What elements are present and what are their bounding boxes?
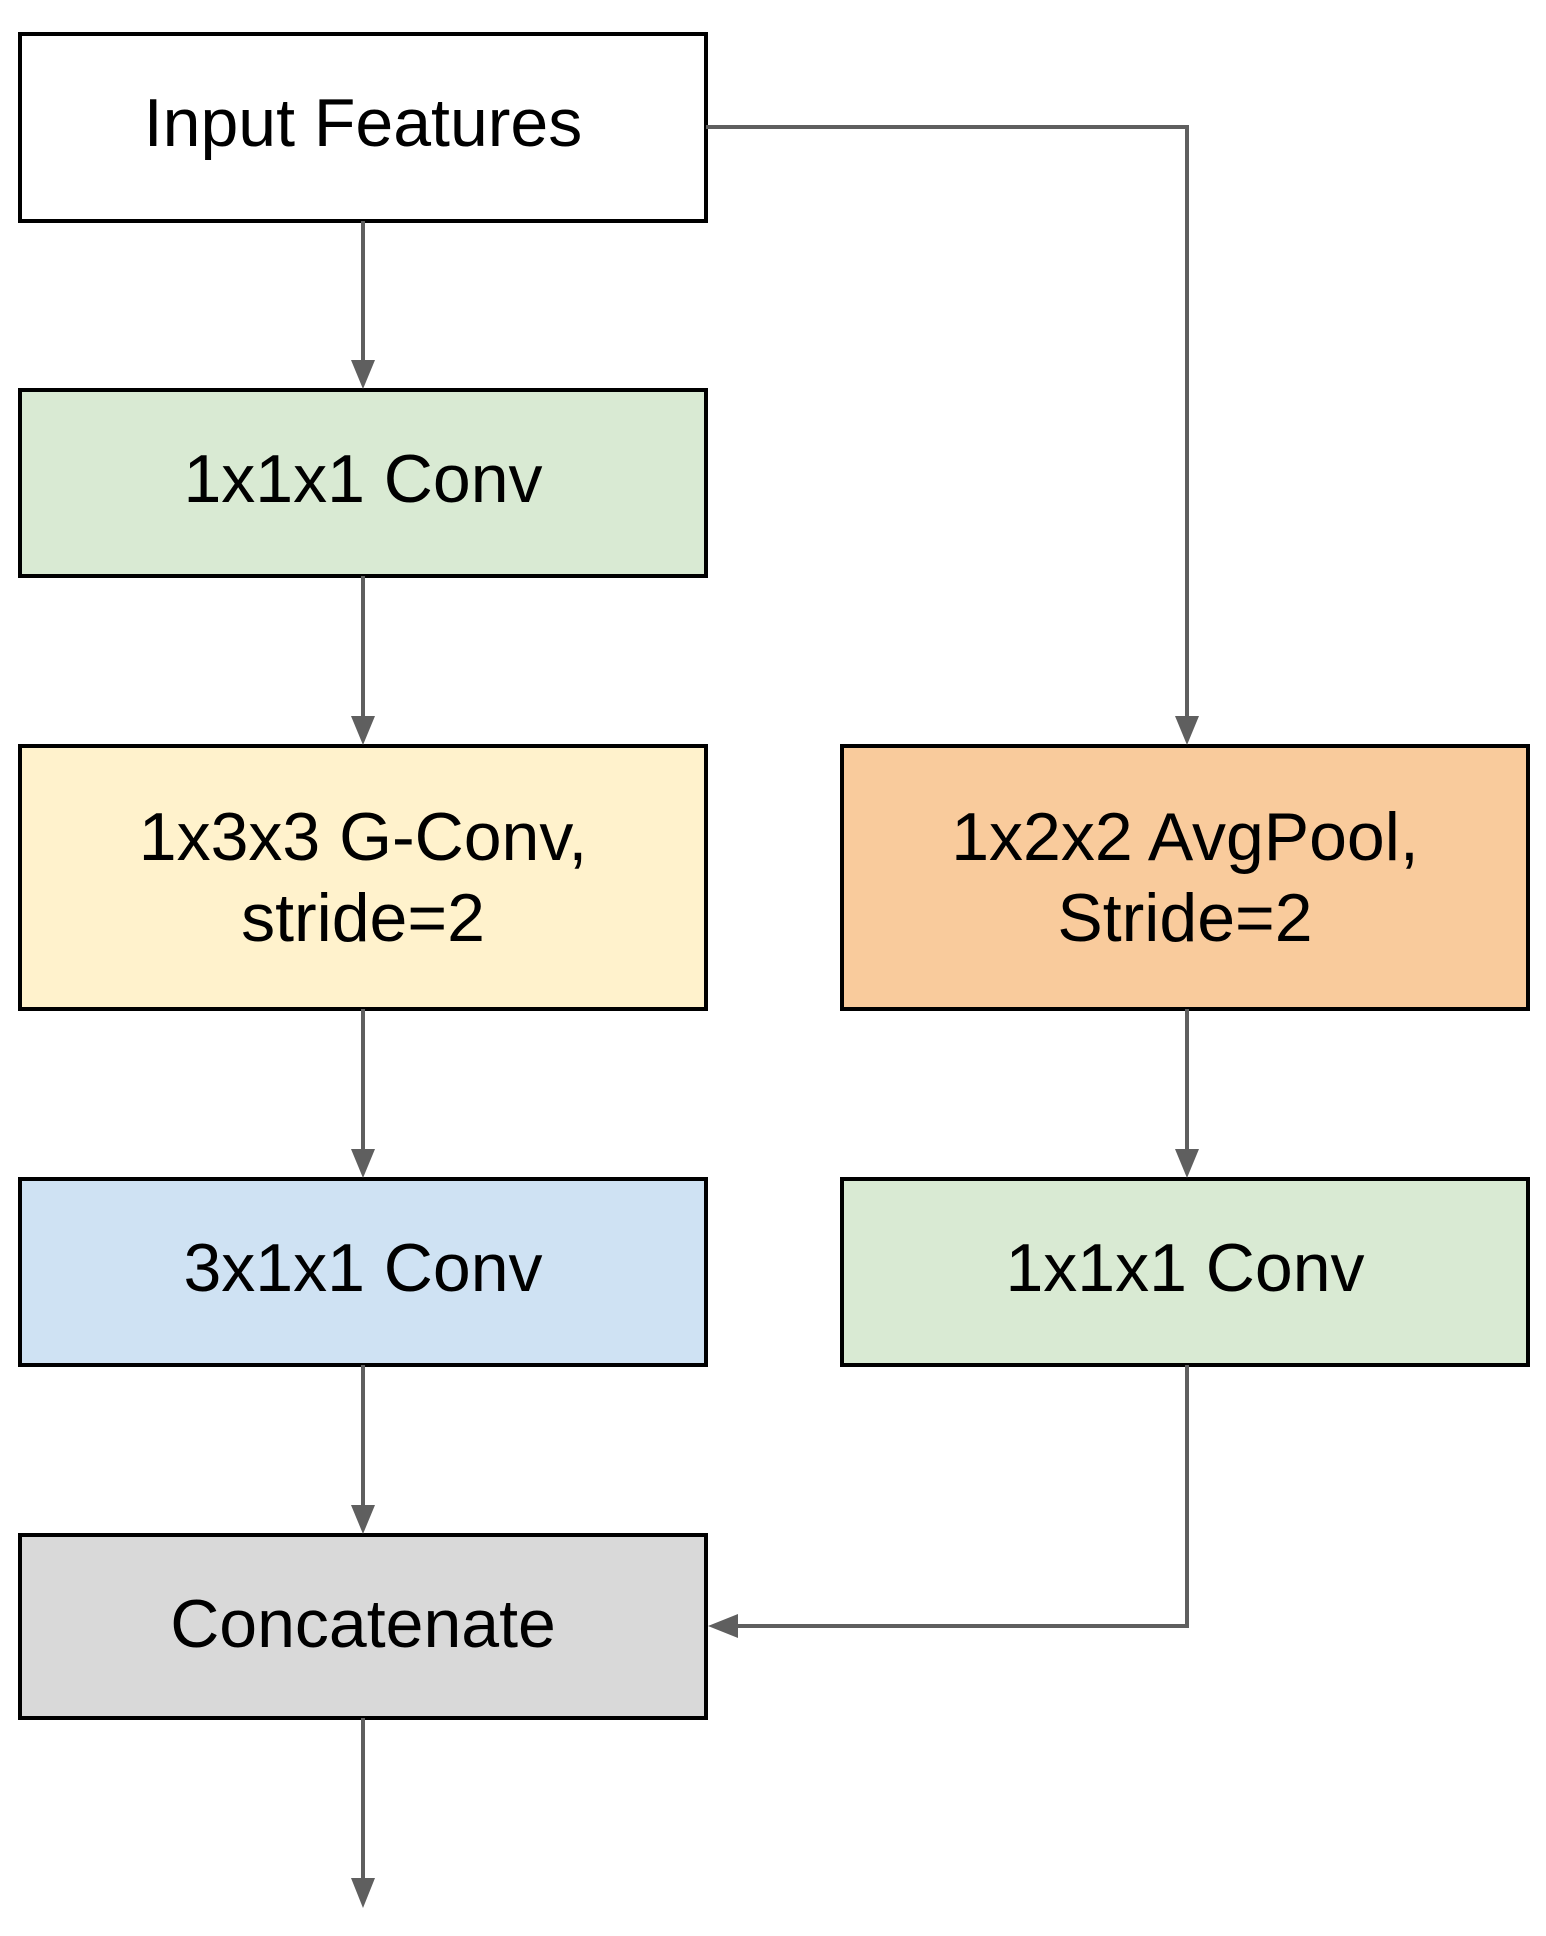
node-conv-1x1x1-left: 1x1x1 Conv [18,388,708,578]
edge-avgpool-to-conv-right [1175,1009,1199,1178]
edge-concat-to-output [351,1718,375,1908]
node-gconv-label-line1: 1x3x3 G-Conv, [139,799,587,875]
node-conv-1x1x1-right: 1x1x1 Conv [840,1177,1530,1367]
edge-conv-right-to-concat-arrowhead [708,1614,738,1638]
edge-conv-right-to-concat-line [736,1365,1189,1628]
node-conv-3x1x1-label: 3x1x1 Conv [183,1230,542,1306]
edge-concat-to-output-arrowhead [351,1878,375,1908]
node-avgpool-label-line2: Stride=2 [1057,880,1312,956]
node-input-features: Input Features [18,32,708,223]
node-conv-3x1x1-box [18,1177,708,1367]
node-conv-1x1x1-left-box [18,388,708,578]
edge-conv-left-to-gconv-arrowhead [351,716,375,745]
edge-input-to-avgpool [706,125,1199,745]
node-gconv-box [18,744,708,1011]
edge-conv-left-to-gconv [351,576,375,745]
node-concatenate-box [18,1533,708,1720]
node-concatenate-label: Concatenate [170,1586,556,1662]
edge-conv311-to-concat-arrowhead [351,1505,375,1534]
node-input-features-box [18,32,708,223]
node-conv-1x1x1-right-box [840,1177,1530,1367]
node-avgpool-label-line1: 1x2x2 AvgPool, [951,799,1419,875]
node-avgpool: 1x2x2 AvgPool, Stride=2 [840,744,1530,1011]
node-conv-1x1x1-right-label: 1x1x1 Conv [1005,1230,1364,1306]
node-input-features-label: Input Features [144,85,582,161]
edge-input-to-conv-left-arrowhead [351,360,375,389]
node-gconv: 1x3x3 G-Conv, stride=2 [18,744,708,1011]
node-conv-1x1x1-left-label: 1x1x1 Conv [183,441,542,517]
edge-input-to-conv-left [351,221,375,389]
node-gconv-label-line2: stride=2 [241,880,485,956]
edge-input-to-avgpool-arrowhead [1175,716,1199,745]
node-avgpool-box [840,744,1530,1011]
edge-conv-right-to-concat [708,1365,1189,1638]
edge-input-to-avgpool-line [706,125,1189,718]
edge-gconv-to-conv311 [351,1009,375,1178]
node-conv-3x1x1: 3x1x1 Conv [18,1177,708,1367]
edge-conv311-to-concat [351,1365,375,1534]
edge-gconv-to-conv311-arrowhead [351,1149,375,1178]
edge-avgpool-to-conv-right-arrowhead [1175,1149,1199,1178]
node-concatenate: Concatenate [18,1533,708,1720]
